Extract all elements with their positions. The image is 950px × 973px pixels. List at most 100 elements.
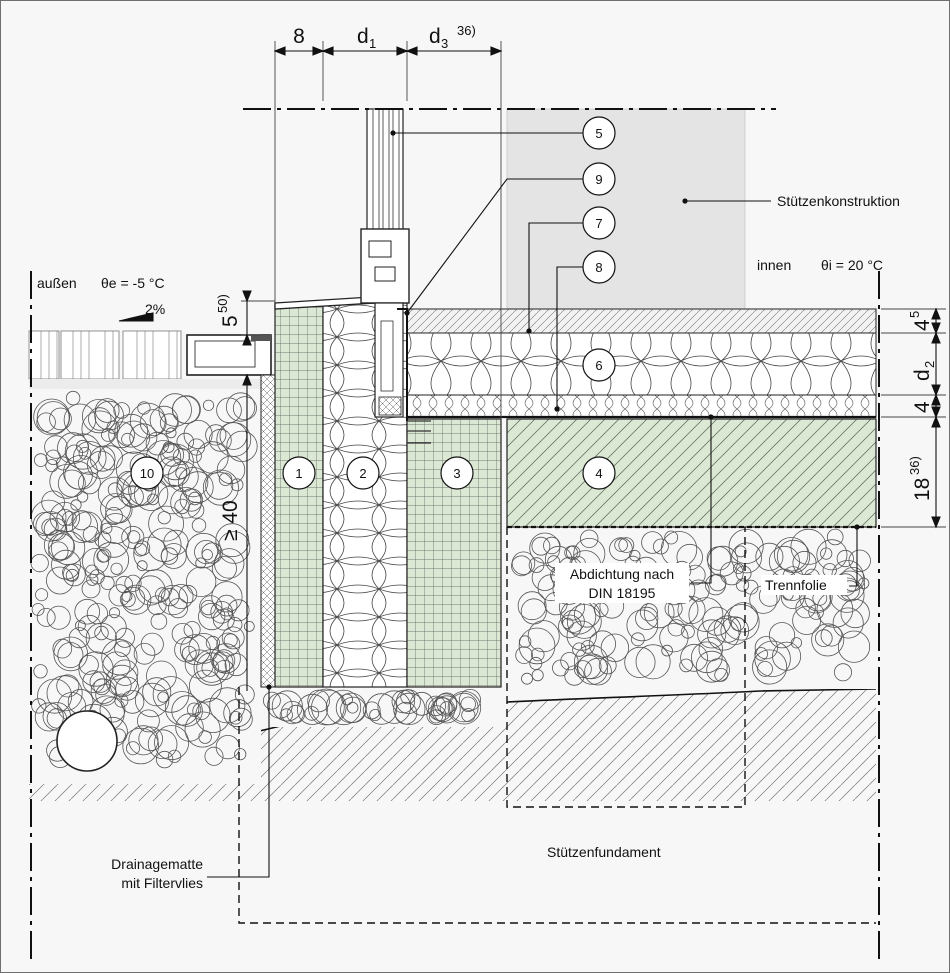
gravel-pebble (676, 543, 703, 571)
dim-left-5: 5 (219, 315, 242, 327)
gravel-pebble (432, 695, 461, 724)
gravel-pebble (86, 603, 109, 625)
gravel-pebble (609, 537, 633, 561)
gravel-pebble (78, 446, 92, 460)
gravel-pebble (147, 493, 159, 506)
gravel-pebble (146, 660, 177, 692)
gravel-pebble (121, 586, 146, 611)
marker-1: 1 (295, 466, 302, 481)
gravel-pebble (170, 487, 202, 519)
gravel-pebble (212, 608, 235, 631)
gravel-pebble (707, 618, 740, 651)
gravel-pebble (511, 555, 532, 577)
gravel-pebble (755, 542, 784, 571)
gravel-pebble (296, 693, 328, 725)
marker-5: 5 (595, 126, 602, 141)
gravel-pebble (840, 598, 870, 629)
marker-4: 4 (595, 466, 602, 481)
gravel-pebble (395, 689, 421, 714)
gravel-pebble (97, 445, 123, 471)
marker-labels: 5 9 7 8 6 1 2 3 4 10 (140, 126, 603, 481)
gravel-pebble (820, 624, 843, 647)
gravel-pebble (157, 691, 169, 703)
gravel-pebble (199, 595, 223, 619)
gravel-pebble (214, 660, 235, 681)
gravel-pebble (110, 562, 123, 575)
gravel-pebble (135, 575, 166, 606)
gravel-pebble (121, 432, 134, 446)
gravel-pebble (178, 466, 209, 498)
gravel-pebble (447, 691, 482, 725)
gravel-pebble (719, 561, 744, 586)
gravel-pebble (792, 550, 817, 575)
gravel-pebble (181, 471, 214, 504)
label-theta-i: θi = 20 °C (821, 257, 883, 273)
dim-right-4-sup: 5 (907, 311, 922, 318)
label-drainage-2: mit Filtervlies (121, 875, 203, 891)
gravel-pebble (560, 652, 579, 671)
gravel-pebble (811, 623, 845, 657)
label-theta-e: θe = -5 °C (101, 275, 165, 291)
gravel-pebble (664, 530, 679, 545)
gravel-pebble (116, 420, 151, 454)
gravel-pebble (393, 692, 426, 726)
gravel-pebble (307, 688, 345, 726)
gravel-pebble (576, 653, 609, 685)
gravel-pebble (62, 563, 86, 587)
gravel-pebble (115, 575, 134, 594)
gravel-pebble (202, 469, 239, 506)
gravel-pebble (35, 588, 49, 602)
gravel-pebble (211, 581, 243, 613)
gravel-pebble (209, 687, 246, 724)
marker-6: 6 (595, 358, 602, 373)
gravel-pebble (598, 656, 617, 675)
gravel-pebble (566, 604, 602, 639)
gravel-pebble (97, 548, 112, 563)
column-construction (506, 108, 746, 310)
gravel-pebble (72, 441, 107, 475)
gravel-pebble (115, 676, 140, 701)
gravel-pebble (614, 538, 628, 552)
gravel-pebble (30, 553, 49, 573)
gravel-pebble (74, 598, 100, 625)
gravel-pebble (162, 441, 175, 453)
gravel-pebble (33, 398, 71, 436)
drainage-pipe (56, 710, 118, 772)
gravel-pebble (580, 640, 595, 654)
gravel-pebble (680, 643, 708, 672)
gravel-pebble (88, 407, 112, 431)
gravel-pebble (160, 543, 187, 569)
gravel-pebble (439, 701, 454, 716)
gravel-pebble (155, 587, 170, 602)
gravel-pebble (120, 690, 145, 714)
gravel-pebble (681, 624, 695, 639)
gravel-pebble (75, 620, 86, 631)
gravel-pebble (183, 621, 201, 639)
gravel-pebble (121, 590, 133, 602)
gravel-pebble (102, 651, 131, 680)
dim-top-d3-sub: 3 (441, 36, 448, 51)
gravel-pebble (195, 697, 231, 734)
gravel-fill-inside (507, 527, 876, 689)
impact-insulation-8 (406, 394, 877, 418)
gravel-pebble (705, 574, 727, 596)
gravel-pebble (574, 660, 592, 678)
gravel-pebble (191, 518, 207, 533)
gravel-pebble (114, 627, 135, 648)
gravel-pebble (36, 608, 56, 627)
gravel-pebble (731, 617, 745, 631)
gravel-pebble (62, 511, 77, 526)
gravel-pebble (229, 707, 253, 731)
gravel-pebble (517, 591, 547, 621)
gravel-pebble (776, 539, 811, 574)
gravel-pebble (735, 565, 752, 582)
gravel-pebble (230, 478, 244, 492)
gravel-pebble (695, 650, 728, 683)
gravel-pebble (223, 698, 252, 728)
gravel-pebble (832, 607, 864, 639)
gravel-pebble (194, 540, 219, 565)
gravel-pebble (56, 674, 80, 698)
gravel-pebble (223, 633, 238, 648)
gravel-pebble (165, 427, 177, 439)
